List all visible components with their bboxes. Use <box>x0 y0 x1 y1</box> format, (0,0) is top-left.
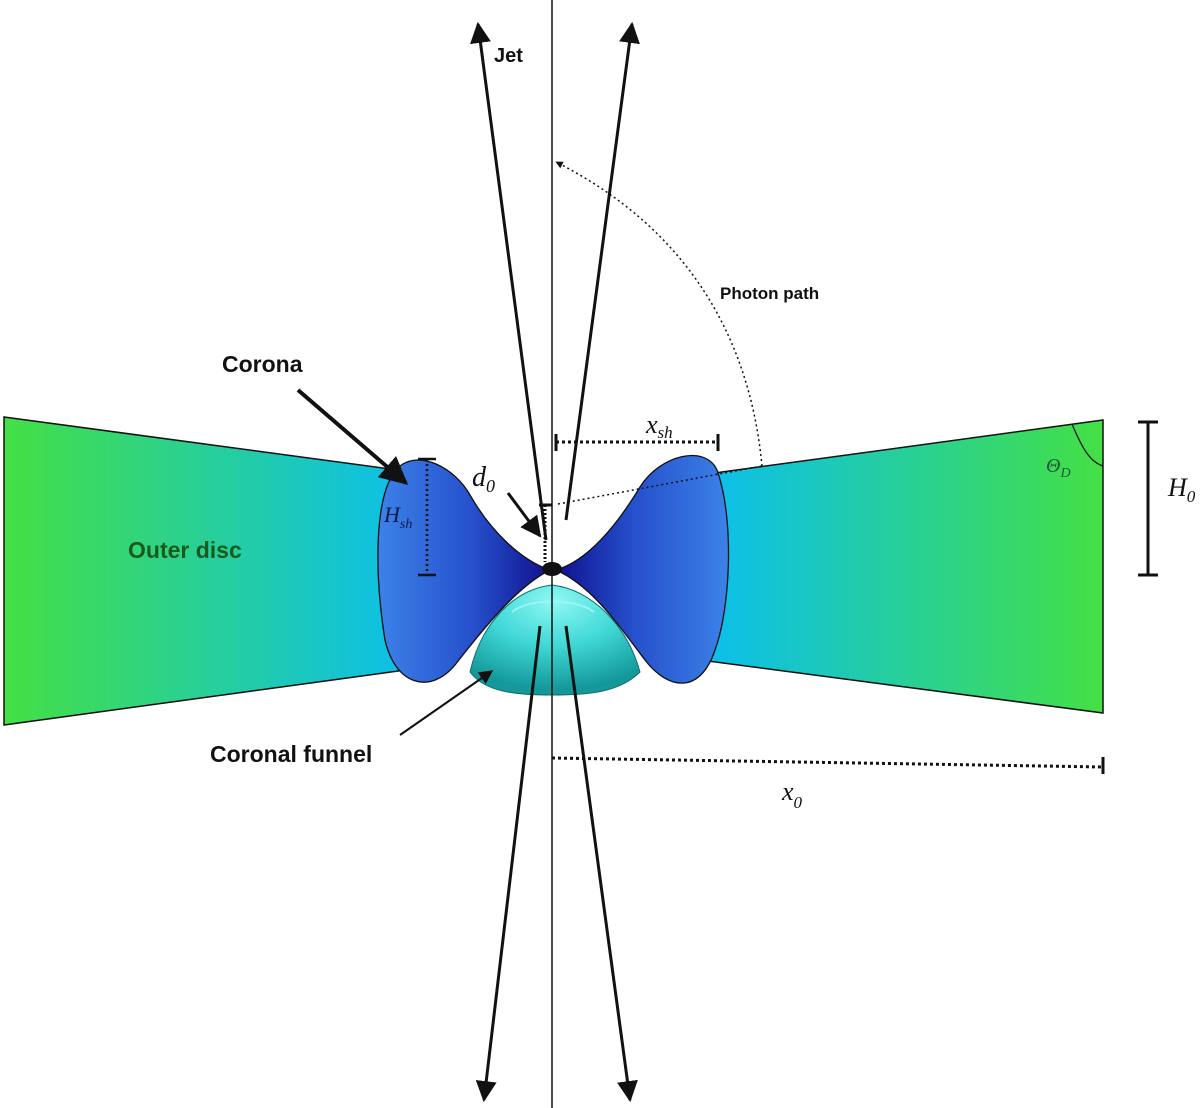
x0-label: x0 <box>781 777 803 812</box>
outer-disc-right <box>699 419 1104 714</box>
x0-dimension-line <box>551 756 1104 769</box>
h0-label: H0 <box>1167 473 1196 506</box>
h-sh-label: Hsh <box>383 502 412 532</box>
outer-disc-left <box>3 416 421 726</box>
jet-line-upper-left <box>470 21 548 541</box>
jet-line-lower-right <box>564 625 638 1103</box>
coronal-funnel-label: Coronal funnel <box>210 741 372 767</box>
jet-line-upper-right <box>564 21 640 521</box>
theta-d-angle-arc <box>1071 423 1104 467</box>
photon-path-arc <box>555 161 763 467</box>
theta-d-label: ΘD <box>1046 455 1071 481</box>
photon-path-label: Photon path <box>720 284 819 303</box>
corona-right-lobe <box>554 454 730 684</box>
d0-pointer <box>506 492 542 538</box>
d0-label: d0 <box>472 462 495 496</box>
corona-pointer <box>296 388 409 485</box>
coronal-funnel-pointer <box>399 670 494 736</box>
outer-disc-label: Outer disc <box>128 537 242 563</box>
jet-line-lower-left <box>475 625 542 1103</box>
x-sh-label: xsh <box>645 410 673 442</box>
corona-left-lobe <box>377 459 552 683</box>
jet-label: Jet <box>494 45 523 67</box>
corona-label: Corona <box>222 351 303 377</box>
